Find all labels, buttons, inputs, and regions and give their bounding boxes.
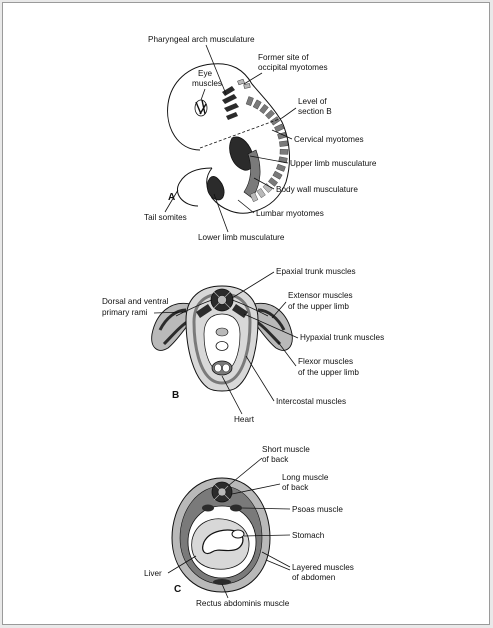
label-lower-limb-musculature: Lower limb musculature	[198, 233, 285, 242]
label-flexor-1: Flexor muscles	[298, 357, 353, 366]
stomach-fundus	[232, 530, 244, 538]
label-level-1: Level of	[298, 97, 327, 106]
panel-c: Short muscle of back Long muscle of back…	[144, 445, 354, 608]
eye-muscles	[195, 100, 207, 116]
panel-c-letter: C	[174, 584, 181, 595]
left-psoas	[202, 505, 214, 512]
panel-b: Epaxial trunk muscles Extensor muscles o…	[102, 267, 384, 424]
esophagus	[216, 342, 228, 351]
right-psoas	[230, 505, 242, 512]
label-eye-1: Eye	[198, 69, 213, 78]
label-layered-1: Layered muscles	[292, 563, 354, 572]
label-heart: Heart	[234, 415, 255, 424]
label-stomach: Stomach	[292, 531, 325, 540]
panel-b-letter: B	[172, 390, 179, 401]
label-liver: Liver	[144, 569, 162, 578]
label-long-muscle-2: of back	[282, 483, 309, 492]
myotome-segment	[279, 141, 288, 147]
label-body-wall-musculature: Body wall musculature	[276, 185, 358, 194]
label-long-muscle-1: Long muscle	[282, 473, 329, 482]
label-upper-limb-musculature: Upper limb musculature	[290, 159, 377, 168]
label-pharyngeal-arch-musculature: Pharyngeal arch musculature	[148, 35, 255, 44]
heart	[212, 361, 232, 375]
label-dorsal-ventral-2: primary rami	[102, 308, 148, 317]
label-level-2: section B	[298, 107, 332, 116]
aorta	[216, 328, 228, 336]
label-short-muscle-1: Short muscle	[262, 445, 310, 454]
label-former-site-2: occipital myotomes	[258, 63, 328, 72]
label-lumbar-myotomes: Lumbar myotomes	[256, 209, 324, 218]
label-cervical-myotomes: Cervical myotomes	[294, 135, 364, 144]
label-former-site-1: Former site of	[258, 53, 309, 62]
myotome-segment	[280, 149, 288, 154]
label-hypaxial-trunk-muscles: Hypaxial trunk muscles	[300, 333, 384, 342]
label-layered-2: of abdomen	[292, 573, 336, 582]
label-dorsal-ventral-1: Dorsal and ventral	[102, 297, 169, 306]
label-short-muscle-2: of back	[262, 455, 289, 464]
embryo-outline	[168, 64, 290, 214]
label-tail-somites: Tail somites	[144, 213, 187, 222]
label-epaxial-trunk-muscles: Epaxial trunk muscles	[276, 267, 356, 276]
label-extensor-1: Extensor muscles	[288, 291, 353, 300]
label-rectus-abdominis: Rectus abdominis muscle	[196, 599, 290, 608]
label-extensor-2: of the upper limb	[288, 302, 349, 311]
label-intercostal-muscles: Intercostal muscles	[276, 397, 346, 406]
panel-a: Pharyngeal arch musculature Former site …	[144, 35, 377, 242]
label-psoas-muscle: Psoas muscle	[292, 505, 343, 514]
label-flexor-2: of the upper limb	[298, 368, 359, 377]
label-eye-2: muscles	[192, 79, 222, 88]
